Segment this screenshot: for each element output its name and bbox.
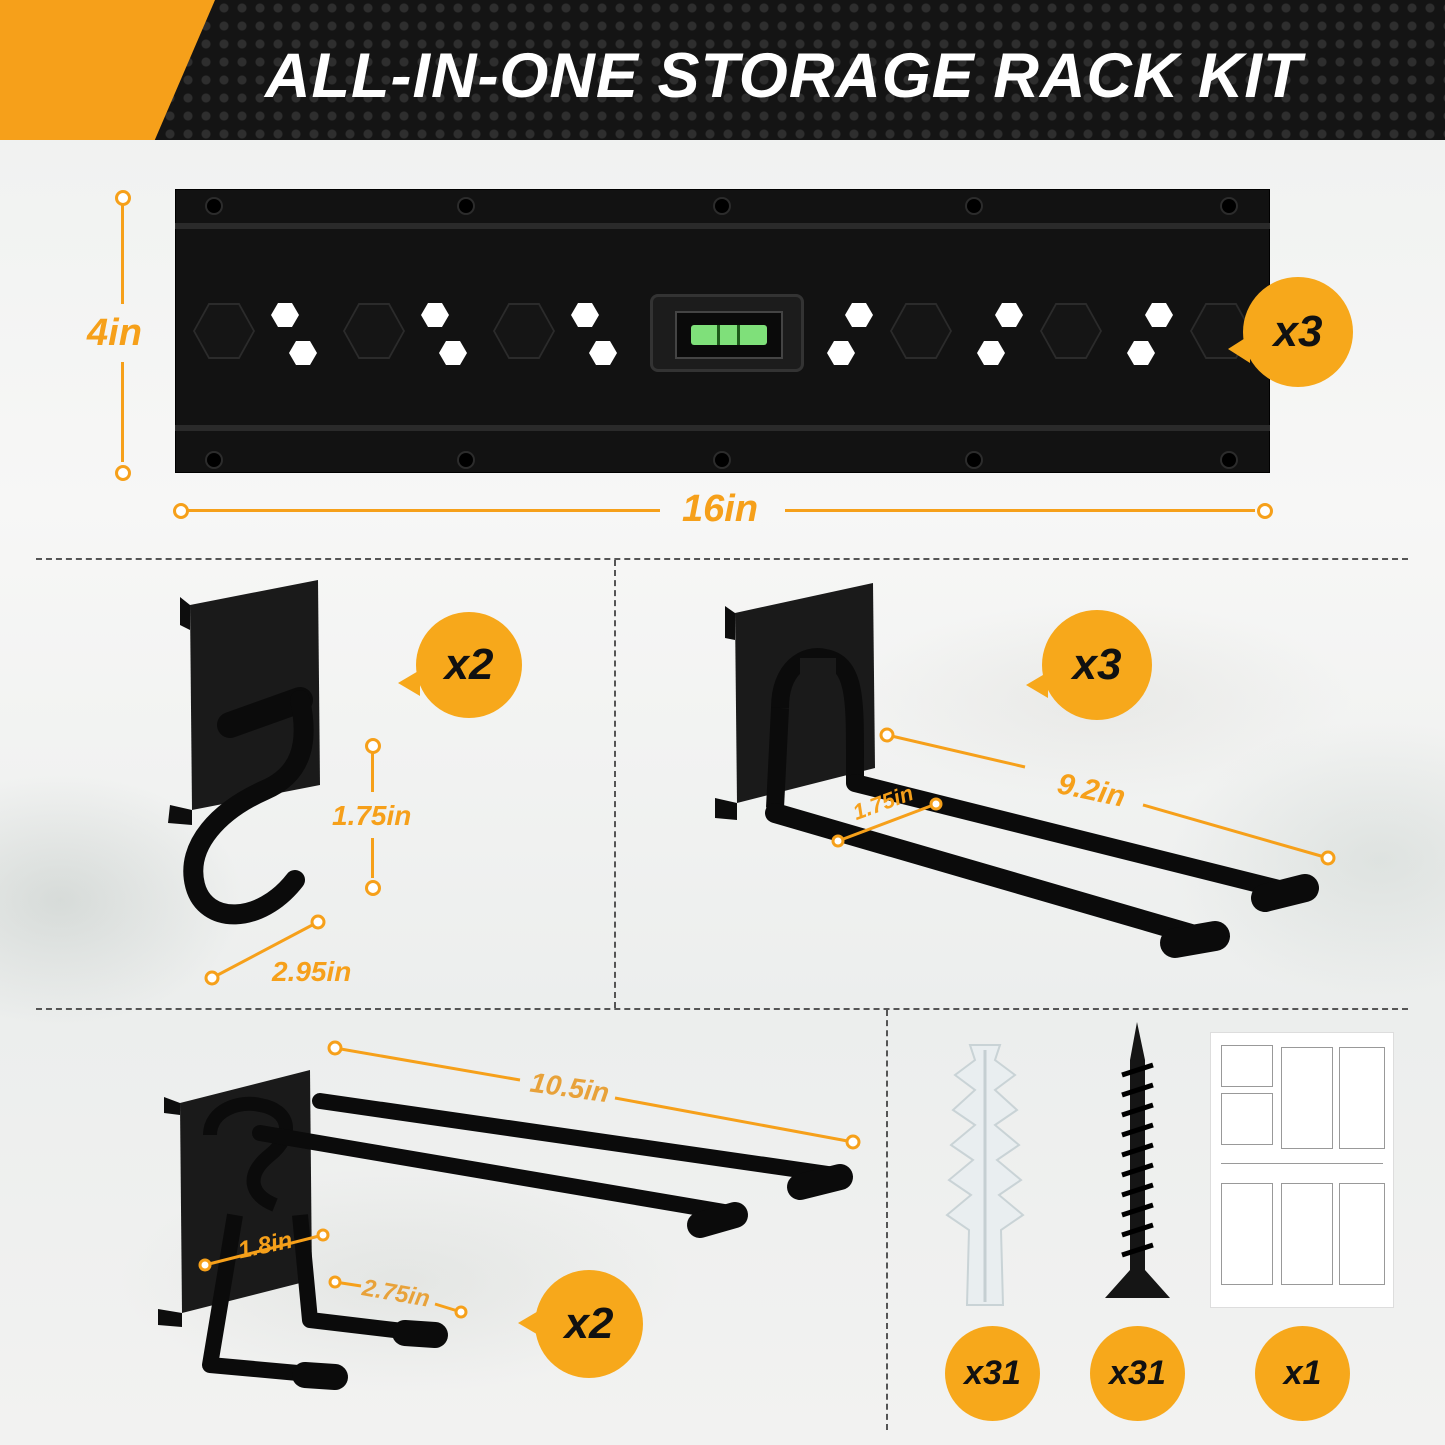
wall-rail <box>175 189 1270 473</box>
rail-height-label: 4in <box>87 312 142 354</box>
rail-hex-hole <box>421 303 449 327</box>
screw-quantity-badge: x31 <box>1090 1326 1185 1421</box>
s-hook-height-line <box>371 838 374 878</box>
rail-height-line <box>121 204 124 304</box>
section-divider <box>886 1010 888 1430</box>
dimension-endpoint <box>365 880 381 896</box>
section-divider <box>614 560 616 1008</box>
manual-diagram <box>1281 1047 1333 1149</box>
s-hook-depth-label: 2.95in <box>272 956 352 987</box>
rail-hex-slot <box>1040 303 1102 359</box>
rail-hex-hole <box>271 303 299 327</box>
rail-hex-slot <box>890 303 952 359</box>
rail-screw-hole <box>459 453 473 467</box>
tool-hook-quantity-badge: x2 <box>535 1270 643 1378</box>
instruction-manual <box>1211 1033 1393 1307</box>
rail-hex-hole <box>571 303 599 327</box>
rail-screw-hole <box>207 453 221 467</box>
section-divider <box>36 558 1408 560</box>
tool-hook-illustration <box>158 1070 853 1390</box>
rail-hex-hole <box>995 303 1023 327</box>
rail-screw-hole <box>207 199 221 213</box>
dimension-endpoint <box>115 465 131 481</box>
rail-hex-hole <box>845 303 873 327</box>
rail-hex-hole <box>439 341 467 365</box>
manual-diagram <box>1339 1047 1385 1149</box>
tool-hook-length-line <box>327 1040 861 1150</box>
rail-hex-hole <box>1145 303 1173 327</box>
rail-hex-slot <box>343 303 405 359</box>
rail-quantity-badge: x3 <box>1243 277 1353 387</box>
double-hook-quantity-badge: x3 <box>1042 610 1152 720</box>
anchor-quantity-badge: x31 <box>945 1326 1040 1421</box>
rail-hex-hole <box>827 341 855 365</box>
rail-screw-hole <box>967 453 981 467</box>
rail-screw-hole <box>1222 199 1236 213</box>
double-hook-width-line <box>831 797 943 848</box>
page-title: ALL-IN-ONE STORAGE RACK KIT <box>265 41 1303 111</box>
rail-groove-top <box>175 223 1270 229</box>
badge-pointer <box>1026 672 1048 698</box>
rail-screw-hole <box>459 199 473 213</box>
manual-diagram <box>1339 1183 1385 1285</box>
header-accent-stripe <box>0 0 215 140</box>
rail-height-line <box>121 362 124 462</box>
manual-diagram <box>1281 1183 1333 1285</box>
tool-hook-width-line <box>198 1228 330 1272</box>
rail-screw-hole <box>715 199 729 213</box>
dimension-endpoint <box>173 503 189 519</box>
rail-hex-hole <box>1127 341 1155 365</box>
rail-screw-hole <box>1222 453 1236 467</box>
section-divider <box>36 1008 1408 1010</box>
double-hook-illustration <box>715 583 1319 958</box>
badge-pointer <box>1228 335 1250 363</box>
manual-diagram <box>1221 1093 1273 1145</box>
s-hook-depth-line <box>204 914 326 986</box>
header-banner: ALL-IN-ONE STORAGE RACK KIT <box>0 0 1445 140</box>
rail-hex-hole <box>589 341 617 365</box>
rail-hex-hole <box>289 341 317 365</box>
rail-hex-slot <box>193 303 255 359</box>
s-hook-quantity-badge: x2 <box>416 612 522 718</box>
bubble-level <box>650 294 804 372</box>
manual-diagram <box>1221 1045 1273 1087</box>
rail-width-line <box>188 509 660 512</box>
badge-pointer <box>518 1310 540 1336</box>
level-vial <box>691 325 767 345</box>
rail-hex-hole <box>977 341 1005 365</box>
wall-anchor-illustration <box>945 1044 1025 1306</box>
rail-hex-slot <box>493 303 555 359</box>
manual-quantity-badge: x1 <box>1255 1326 1350 1421</box>
rail-width-line <box>785 509 1255 512</box>
rail-groove-bottom <box>175 425 1270 431</box>
s-hook-height-line <box>371 752 374 792</box>
double-hook-length-line <box>879 727 1336 866</box>
rail-screw-hole <box>967 199 981 213</box>
s-hook-height-label: 1.75in <box>332 800 412 831</box>
screw-illustration <box>1105 1022 1170 1298</box>
rail-screw-hole <box>715 453 729 467</box>
dimension-endpoint <box>1257 503 1273 519</box>
manual-divider <box>1221 1163 1383 1164</box>
manual-diagram <box>1221 1183 1273 1285</box>
s-hook-illustration <box>168 580 320 925</box>
tool-hook-depth-line <box>328 1275 468 1319</box>
rail-width-label: 16in <box>682 488 759 530</box>
badge-pointer <box>398 670 420 696</box>
